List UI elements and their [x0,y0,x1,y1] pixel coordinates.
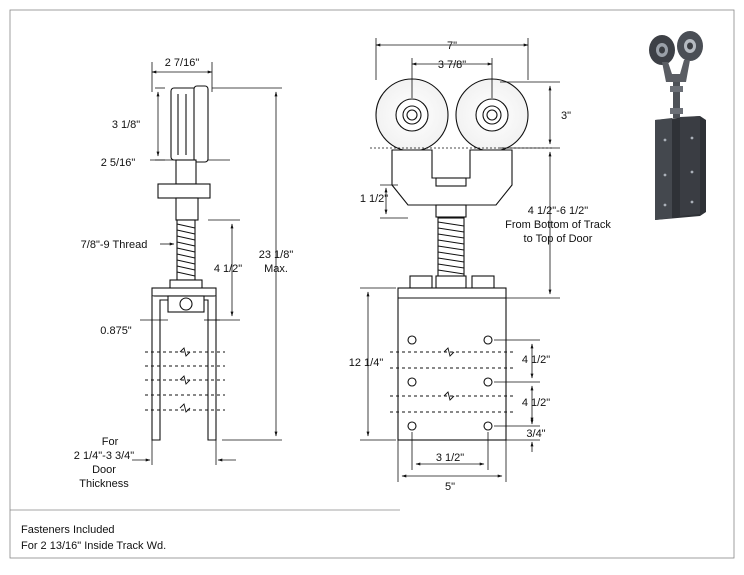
door-thickness-line1: For [102,436,119,448]
side-wheel-offset: 2 5/16" [101,157,136,169]
overall-height-suffix: Max. [264,263,288,275]
yoke-height: 1 1/2" [360,193,388,205]
hole [407,335,417,345]
front-yoke [391,149,513,206]
thread-label: 7/8"-9 Thread [81,239,148,251]
thread-length: 4 1/2" [214,263,242,275]
front-view [370,78,552,441]
sheet-border [9,9,735,559]
hole-spacing-2: 4 1/2" [522,397,550,409]
note-track-width: For 2 13/16" Inside Track Wd. [21,540,167,552]
side-wheel-height: 3 1/8" [112,119,140,131]
hole [483,335,493,345]
bracket-width: 5" [445,481,455,493]
bottom-offset: 3/4" [526,428,545,440]
clearance-line2: From Bottom of Track [505,219,611,231]
side-view [145,85,225,441]
note-fasteners: Fasteners Included [21,524,115,536]
door-thickness-line4: Thickness [79,478,129,490]
overall-width: 7" [447,40,457,52]
side-yoke [157,183,211,199]
clearance-line3: to Top of Door [524,233,593,245]
hole [407,421,417,431]
door-thickness-line3: Door [92,464,116,476]
hole [483,377,493,387]
door-thickness-line2: 2 1/4"-3 3/4" [74,450,134,462]
clearance-line1: 4 1/2"-6 1/2" [528,205,588,217]
front-wheel-height: 3" [561,110,571,122]
front-dimensions [360,38,560,482]
hole-spacing-1: 4 1/2" [522,354,550,366]
hole [483,421,493,431]
front-bracket-plate [397,287,507,441]
bracket-height: 12 1/4" [349,357,384,369]
hole [407,377,417,387]
side-dimensions [132,62,282,465]
nut-dimension: 0.875" [100,325,132,337]
overall-height-value: 23 1/8" [259,249,294,261]
hole-width: 3 1/2" [436,452,464,464]
product-photo [649,31,706,220]
side-roller-width: 2 7/16" [165,57,200,69]
wheel-spacing: 3 7/8" [438,59,466,71]
